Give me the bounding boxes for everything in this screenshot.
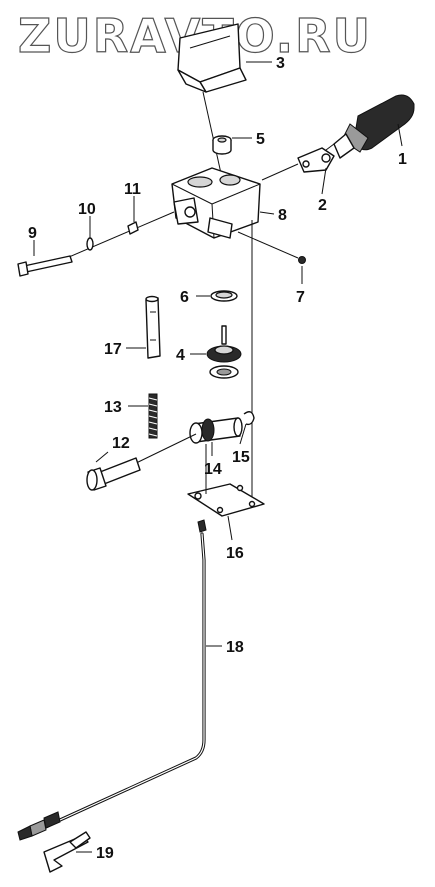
part-14-shaft: [189, 417, 243, 444]
label-part-3: 3: [276, 55, 285, 72]
part-4-ball-joint: [206, 325, 242, 379]
label-part-14: 14: [204, 461, 222, 478]
part-7-ball: [237, 231, 306, 264]
part-12-bolt: [86, 433, 197, 491]
part-3-boot: [177, 23, 247, 93]
assembly-axis-line: [202, 91, 223, 179]
part-6-ring: [210, 290, 238, 302]
part-5-bushing: [212, 135, 232, 155]
part-11-nut: [127, 221, 139, 235]
label-part-9: 9: [28, 225, 37, 242]
part-9-bolt: [17, 255, 73, 277]
label-part-4: 4: [176, 347, 185, 364]
label-part-17: 17: [104, 341, 122, 358]
label-part-5: 5: [256, 131, 265, 148]
label-part-18: 18: [226, 639, 244, 656]
label-part-1: 1: [398, 151, 407, 168]
label-part-8: 8: [278, 207, 287, 224]
label-part-10: 10: [78, 201, 96, 218]
label-part-11: 11: [124, 181, 141, 198]
part-15-clip: [243, 411, 255, 426]
part-10-washer: [86, 237, 94, 251]
label-part-16: 16: [226, 545, 244, 562]
part-1-lever-handle: [333, 94, 415, 159]
part-2-rod-end: [261, 143, 335, 181]
part-8-housing: [171, 167, 261, 239]
label-part-12: 12: [112, 435, 130, 452]
callout-leaders: [33, 61, 403, 853]
part-13-spring: [148, 393, 158, 439]
part-17-pin: [145, 295, 161, 359]
label-part-19: 19: [96, 845, 114, 862]
callout-labels: 3 1 5 2 8 11 10 9 7 6 4 17 13 14 15 12 1…: [28, 55, 407, 862]
label-part-15: 15: [232, 449, 250, 466]
part-19-clip: [43, 831, 91, 873]
part-18-cable: [17, 519, 207, 841]
label-part-7: 7: [296, 289, 305, 306]
label-part-6: 6: [180, 289, 189, 306]
label-part-13: 13: [104, 399, 122, 416]
label-part-2: 2: [318, 197, 327, 214]
part-16-plate: [187, 444, 265, 517]
